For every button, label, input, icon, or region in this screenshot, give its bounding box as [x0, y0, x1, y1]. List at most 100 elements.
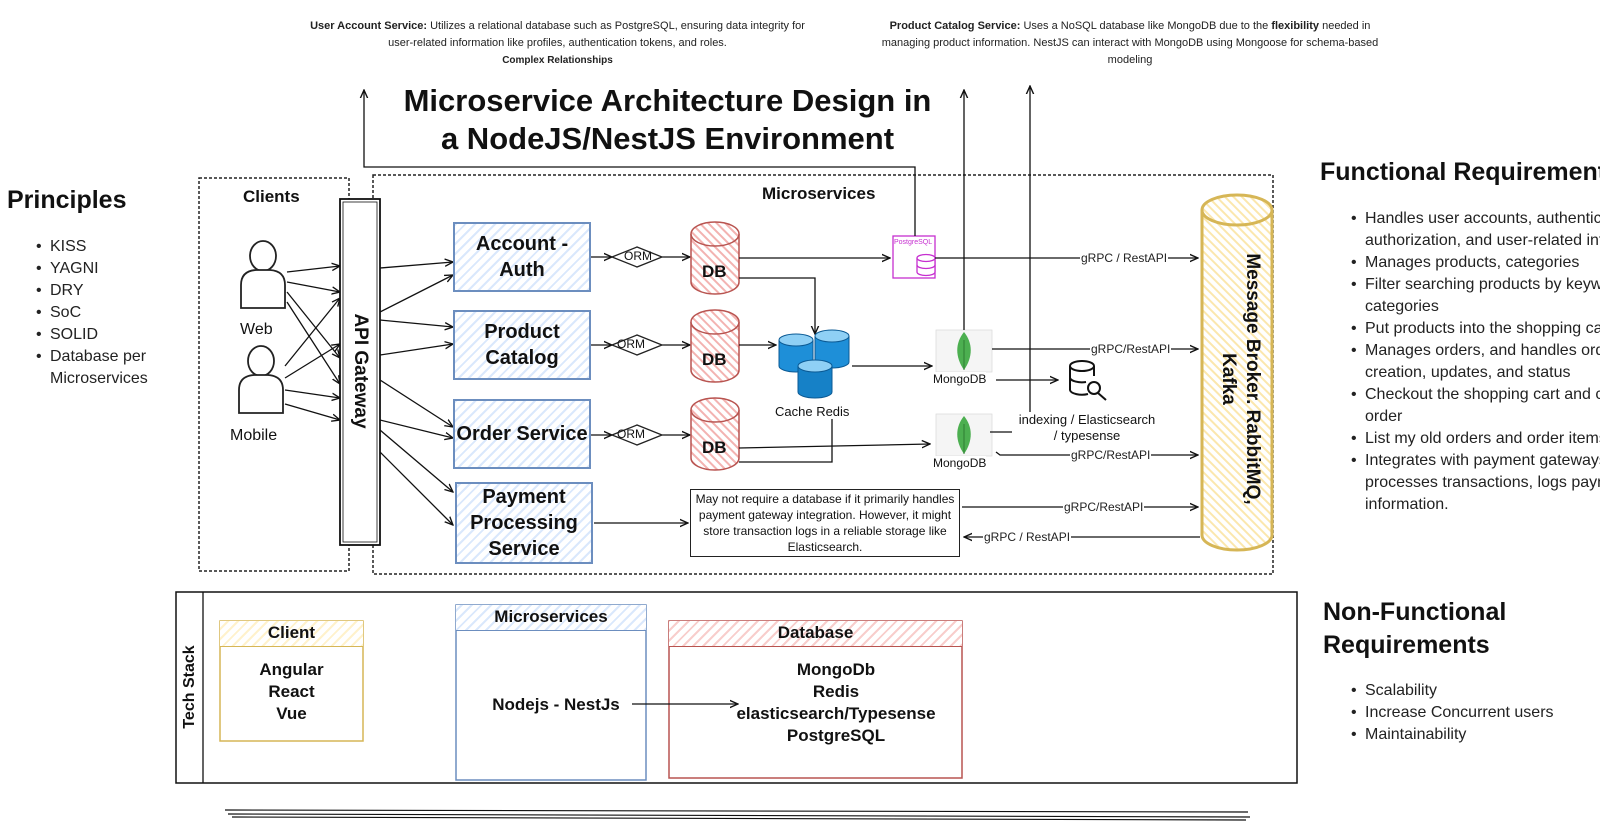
client-stack-item: Vue: [276, 704, 307, 723]
database-stack-item: elasticsearch/Typesense: [736, 704, 936, 723]
api-gateway-box: [339, 198, 381, 546]
search-database-icon: [1069, 360, 1107, 401]
clients-container: [198, 177, 350, 572]
postgresql-icon: [892, 235, 936, 279]
indexing-label: indexing / Elasticsearch / typesense: [1012, 412, 1162, 444]
api-gateway-label: API Gateway: [350, 313, 371, 429]
product-catalog-note: Product Catalog Service: Uses a NoSQL da…: [880, 18, 1380, 69]
principles-heading: Principles: [7, 186, 127, 214]
principles-list: KISSYAGNIDRYSoCSOLIDDatabase per Microse…: [30, 236, 180, 390]
postgresql-icon-label: PostgreSQL: [894, 239, 933, 246]
microservices-stack-item: Nodejs - NestJs: [492, 695, 620, 714]
cache-redis-label: Cache Redis: [775, 404, 850, 419]
database-stack-item: PostgreSQL: [786, 726, 886, 745]
principles-item: KISS: [30, 236, 180, 258]
functional-heading: Functional Requirements: [1320, 158, 1600, 186]
db-label-3: DB: [702, 438, 727, 457]
nonfunctional-heading-line-1: Non-Functional: [1323, 598, 1507, 626]
database-stack-heading: Database: [669, 621, 962, 647]
product-catalog-note-text-b: flexibility: [1271, 20, 1320, 32]
payment-note: May not require a database if it primari…: [690, 489, 960, 557]
user-account-note-text: Utilizes a relational database such as P…: [388, 20, 805, 49]
nonfunctional-heading: Non-Functional Requirements: [1323, 596, 1506, 662]
indexing-label-line-1: indexing / Elasticsearch: [1018, 412, 1156, 427]
database-stack-box: [668, 620, 963, 779]
indexing-label-line-2: / typesense: [1053, 428, 1121, 443]
db-label-2: DB: [702, 350, 727, 369]
web-label: Web: [240, 321, 273, 338]
nonfunctional-heading-line-2: Requirements: [1323, 631, 1490, 659]
functional-requirement-item: Integrates with payment gateways, proces…: [1345, 450, 1600, 516]
orm-label-3: ORM: [617, 427, 645, 441]
grpc-label-2: gRPC/RestAPI: [1090, 342, 1172, 356]
functional-requirement-item: Checkout the shopping cart and create an…: [1345, 384, 1600, 428]
page-title: Microservice Architecture Design in a No…: [375, 82, 960, 158]
product-catalog-note-title: Product Catalog Service:: [889, 20, 1021, 32]
product-catalog-note-text-a: Uses a NoSQL database like MongoDB due t…: [1023, 20, 1269, 32]
clients-label: Clients: [243, 187, 300, 206]
account-auth-service: Account - Auth: [453, 222, 591, 292]
web-user-icon: [240, 240, 286, 309]
orm-label-2: ORM: [617, 337, 645, 351]
client-stack-item: Angular: [259, 660, 324, 679]
mongodb-icon-2: [935, 413, 993, 457]
grpc-label-3: gRPC/RestAPI: [1070, 448, 1152, 462]
grpc-label-1: gRPC / RestAPI: [1080, 251, 1169, 265]
message-broker-cylinder: [1200, 193, 1274, 552]
principles-item: DRY: [30, 280, 180, 302]
nonfunctional-requirement-item: Maintainability: [1345, 724, 1600, 746]
title-line-1: Microservice Architecture Design in: [403, 83, 932, 118]
functional-requirement-item: Filter searching products by keywords, a…: [1345, 274, 1600, 318]
database-stack-item: Redis: [812, 682, 860, 701]
functional-requirement-item: Handles user accounts, authentication, a…: [1345, 208, 1600, 252]
microservices-label: Microservices: [762, 184, 876, 203]
grpc-label-5: gRPC / RestAPI: [983, 530, 1072, 544]
user-account-note-sub: Complex Relationships: [502, 55, 613, 66]
microservices-stack-box: [455, 604, 647, 781]
orm-diamonds: [610, 246, 664, 446]
mobile-label: Mobile: [230, 427, 278, 444]
functional-requirement-item: List my old orders and order items histo…: [1345, 428, 1600, 450]
message-broker-label-line-2: Kafka: [1218, 353, 1239, 405]
tech-stack-container: [175, 591, 1298, 784]
functional-list: Handles user accounts, authentication, a…: [1345, 208, 1600, 516]
mongodb-label-1: MongoDB: [933, 372, 987, 386]
payment-processing-service: Payment Processing Service: [455, 482, 593, 564]
client-stack-item: React: [268, 682, 315, 701]
nonfunctional-requirement-item: Increase Concurrent users: [1345, 702, 1600, 724]
order-service: Order Service: [453, 399, 591, 469]
message-broker-label: Message Broker. RabbitMQ, Kafka: [1216, 189, 1264, 569]
database-stack-item: MongoDb: [796, 660, 876, 679]
mongodb-icon-1: [935, 329, 993, 373]
db-cylinders: [690, 221, 740, 471]
principles-item: SOLID: [30, 324, 180, 346]
functional-requirement-item: Manages orders, and handles order creati…: [1345, 340, 1600, 384]
microservices-container: [372, 174, 1274, 575]
message-broker-label-line-1: Message Broker. RabbitMQ,: [1242, 253, 1263, 505]
principles-item: Database per Microservices: [30, 346, 180, 390]
functional-requirement-item: Put products into the shopping cart: [1345, 318, 1600, 340]
client-stack-heading: Client: [220, 621, 363, 647]
principles-item: SoC: [30, 302, 180, 324]
db-label-1: DB: [702, 262, 727, 281]
mongodb-label-2: MongoDB: [933, 456, 987, 470]
microservices-stack-heading: Microservices: [456, 605, 646, 631]
tech-stack-label: Tech Stack: [181, 645, 198, 729]
nonfunctional-requirement-item: Scalability: [1345, 680, 1600, 702]
product-catalog-note-text-c: needed in managing product information. …: [881, 20, 1379, 66]
title-line-2: a NodeJS/NestJS Environment: [440, 121, 895, 156]
user-account-note: User Account Service: Utilizes a relatio…: [300, 18, 815, 69]
nonfunctional-list: ScalabilityIncrease Concurrent usersMain…: [1345, 680, 1600, 746]
principles-item: YAGNI: [30, 258, 180, 280]
mobile-user-icon: [238, 345, 284, 414]
product-catalog-service: Product Catalog: [453, 310, 591, 380]
cache-redis-icon: [778, 329, 850, 399]
functional-requirement-item: Manages products, categories: [1345, 252, 1600, 274]
orm-label-1: ORM: [624, 249, 652, 263]
grpc-label-4: gRPC/RestAPI: [1063, 500, 1145, 514]
user-account-note-title: User Account Service:: [310, 20, 428, 32]
